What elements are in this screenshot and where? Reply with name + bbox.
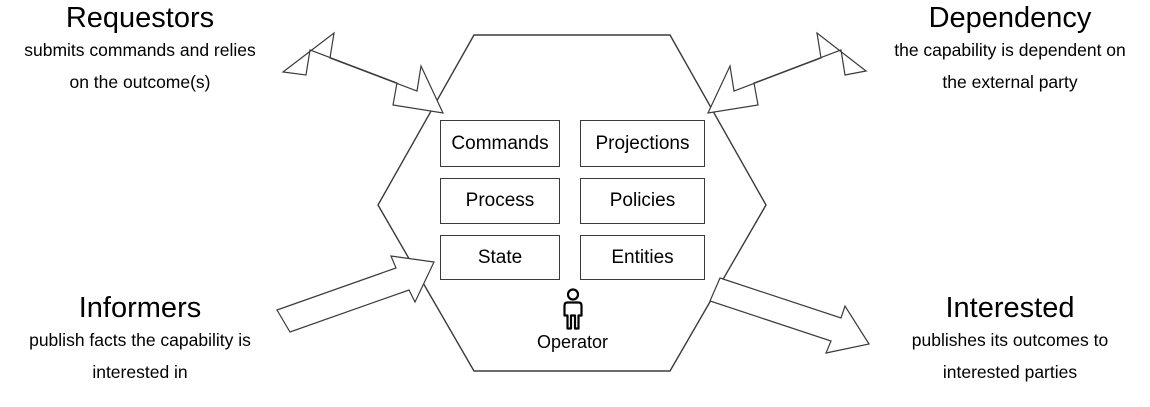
cell-state: State	[440, 235, 560, 280]
cell-policies: Policies	[580, 178, 705, 224]
arrow-requestors	[281, 31, 445, 114]
arrow-dependency	[706, 31, 868, 114]
cell-entities: Entities	[580, 235, 705, 280]
person-icon	[562, 288, 583, 330]
actor-desc-line2-dependency: the external party	[942, 71, 1078, 92]
actor-desc-line2-informers: interested in	[92, 361, 188, 382]
actor-desc-line1-dependency: the capability is dependent on	[894, 40, 1126, 60]
actor-title-dependency: Dependency	[928, 2, 1092, 34]
capability-hexagon	[377, 34, 767, 372]
actor-label-dependency: Dependency the capability is dependent o…	[870, 4, 1150, 105]
arrow-informers	[276, 255, 435, 333]
actor-desc-line1-requestors: submits commands and relies	[24, 40, 256, 60]
actor-title-interested: Interested	[945, 292, 1075, 324]
arrow-interested	[709, 277, 870, 354]
actor-desc-line1-interested: publishes its outcomes to	[911, 330, 1109, 350]
actor-title-informers: Informers	[78, 292, 202, 324]
actor-label-informers: Informers publish facts the capability i…	[0, 294, 280, 395]
actor-label-interested: Interested publishes its outcomes to int…	[870, 294, 1150, 395]
operator-group: Operator	[525, 288, 620, 353]
actor-title-requestors: Requestors	[65, 2, 215, 34]
cell-commands: Commands	[440, 120, 560, 167]
actor-desc-line2-interested: interested parties	[942, 361, 1078, 382]
operator-caption: Operator	[536, 332, 609, 352]
actor-label-requestors: Requestors submits commands and relies o…	[0, 4, 280, 105]
actor-desc-line2-requestors: on the outcome(s)	[69, 71, 211, 92]
cell-projections: Projections	[580, 120, 705, 167]
actor-desc-line1-informers: publish facts the capability is	[29, 330, 251, 350]
cell-process: Process	[440, 178, 560, 224]
